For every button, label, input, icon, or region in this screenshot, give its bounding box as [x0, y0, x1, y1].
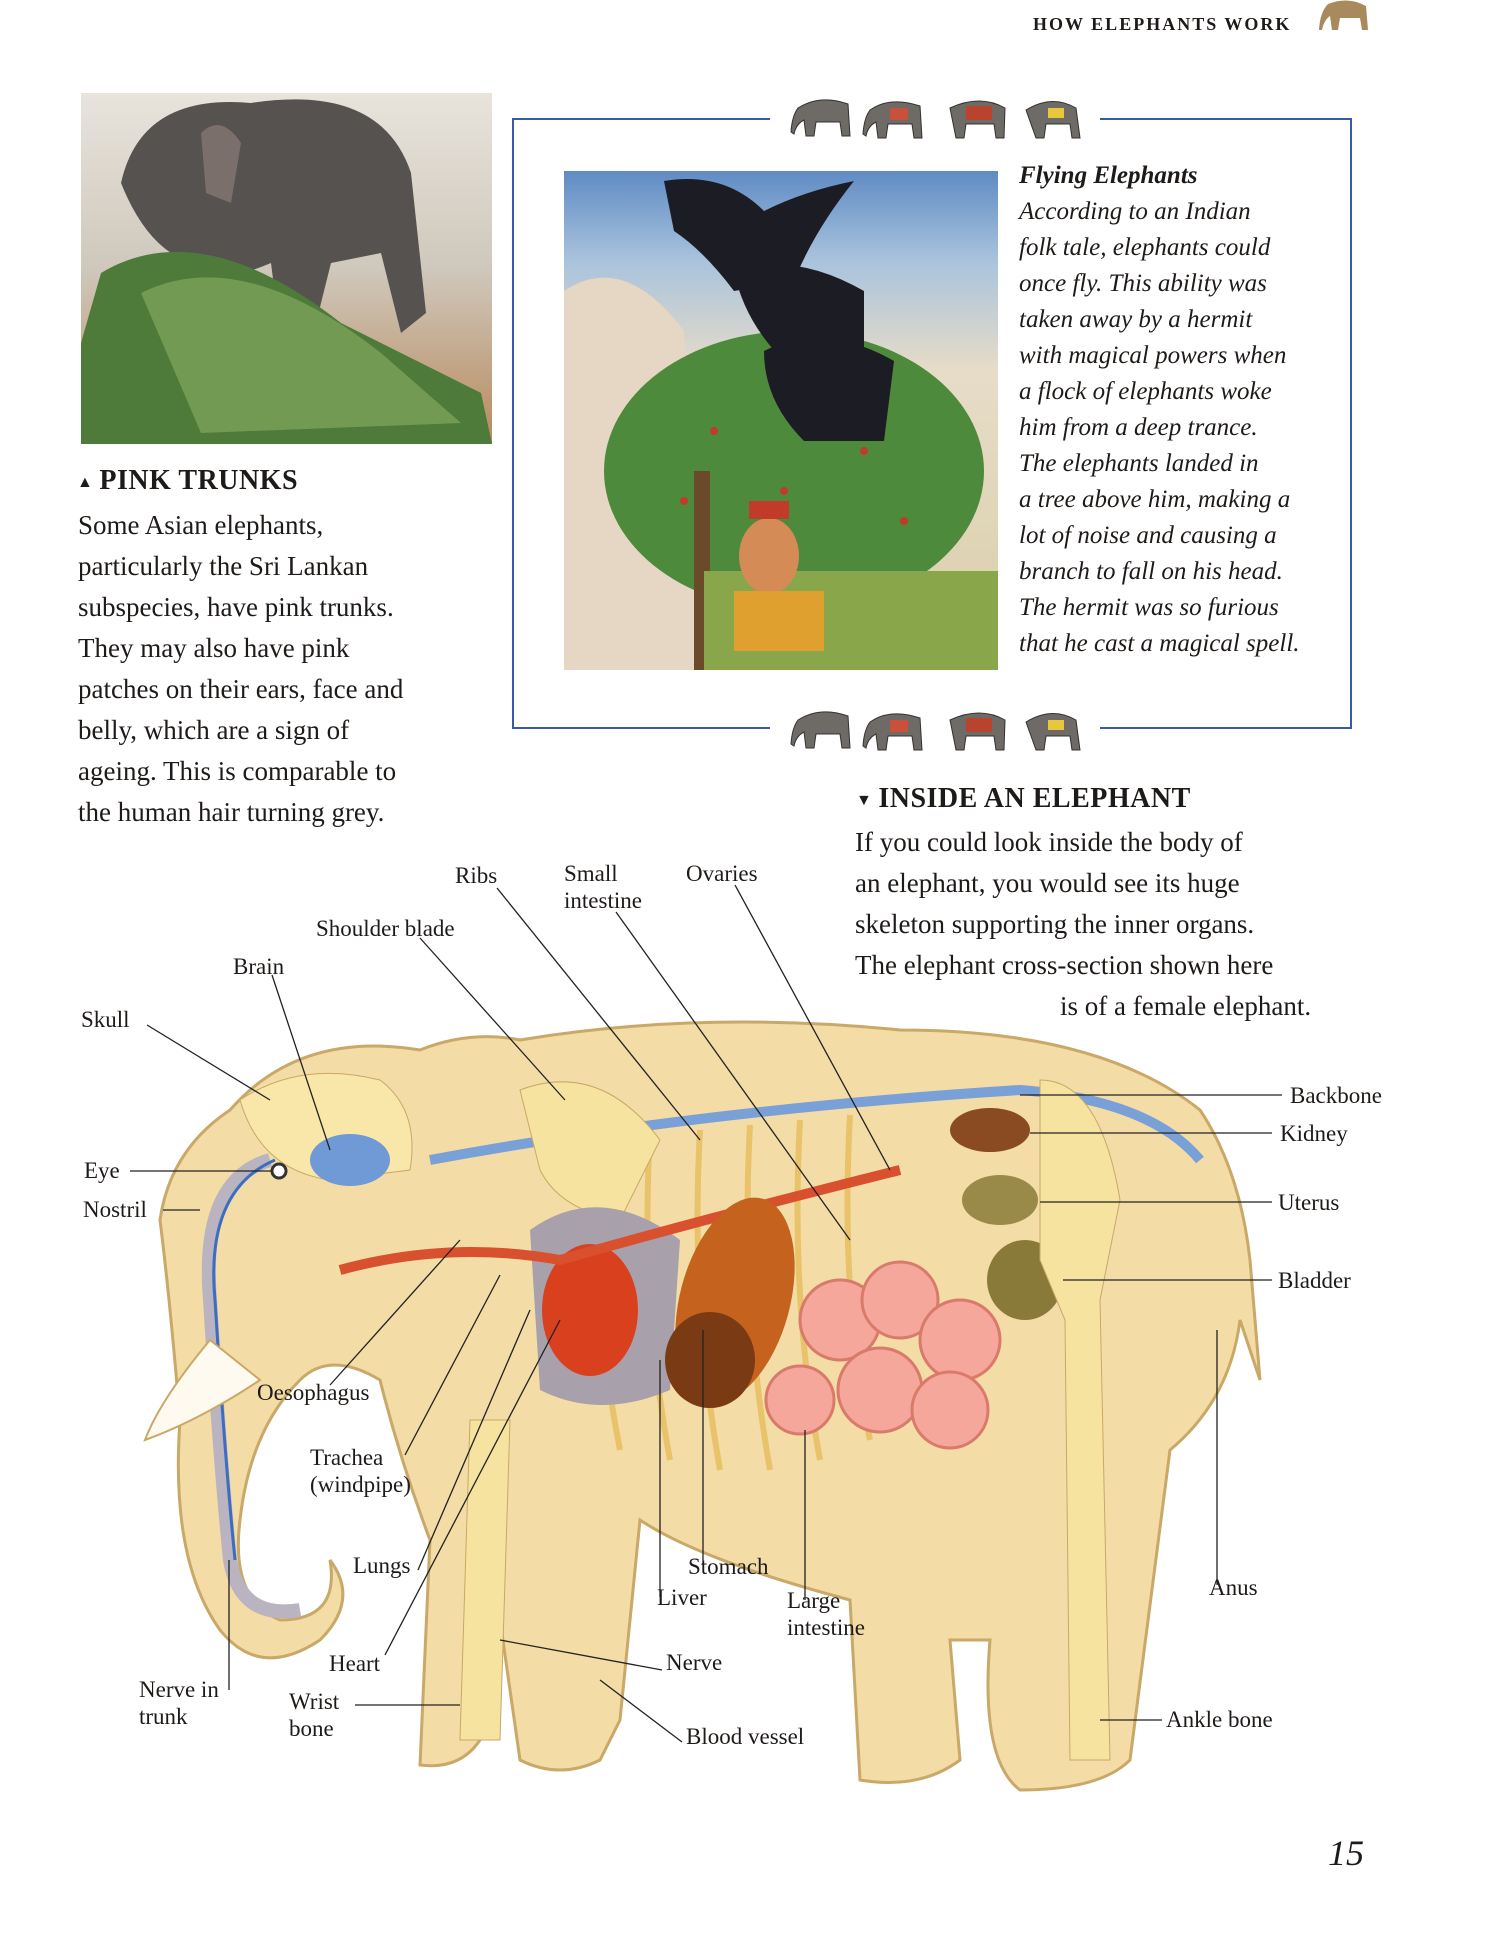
- label-skull: Skull: [81, 1007, 130, 1032]
- text-line: branch to fall on his head.: [1019, 558, 1283, 585]
- box-gap: [770, 110, 1100, 126]
- text-line: particularly the Sri Lankan: [78, 551, 369, 581]
- label-line: intestine: [787, 1615, 865, 1640]
- text-line: an elephant, you would see its huge: [855, 868, 1240, 898]
- label-line: Nerve in: [139, 1677, 219, 1702]
- text-line: the human hair turning grey.: [78, 797, 385, 827]
- inside-elephant-heading: ▼ INSIDE AN ELEPHANT: [856, 783, 1191, 815]
- text-line: belly, which are a sign of: [78, 715, 350, 745]
- label-trachea: Trachea(windpipe): [310, 1444, 411, 1498]
- triangle-pointer-icon: ▲: [77, 473, 94, 491]
- label-line: trunk: [139, 1704, 188, 1729]
- label-line: bone: [289, 1716, 334, 1741]
- triangle-pointer-icon: ▼: [856, 791, 873, 809]
- label-brain: Brain: [233, 954, 285, 979]
- label-ribs: Ribs: [455, 863, 498, 888]
- label-lungs: Lungs: [353, 1553, 411, 1578]
- pink-trunks-heading-text: PINK TRUNKS: [99, 465, 299, 496]
- text-line: a flock of elephants woke: [1019, 378, 1272, 405]
- label-uterus: Uterus: [1278, 1190, 1340, 1215]
- kidney: [950, 1108, 1030, 1152]
- flying-elephants-painting: [564, 171, 998, 670]
- trunk-tube: [201, 1153, 302, 1619]
- label-heart: Heart: [329, 1651, 381, 1676]
- shoulder-blade: [519, 1081, 661, 1221]
- label-anus: Anus: [1209, 1575, 1258, 1600]
- text-line: that he cast a magical spell.: [1019, 630, 1300, 657]
- text-line: him from a deep trance.: [1019, 414, 1258, 441]
- box-gap: [770, 721, 1100, 737]
- label-line: Wrist: [289, 1689, 340, 1714]
- text-line: lot of noise and causing a: [1019, 522, 1277, 549]
- text-line: According to an Indian: [1019, 198, 1251, 225]
- text-line: The elephant cross-section shown here: [855, 950, 1274, 980]
- label-oesophagus: Oesophagus: [257, 1380, 370, 1405]
- text-line: patches on their ears, face and: [78, 674, 404, 704]
- label-backbone: Backbone: [1290, 1083, 1382, 1108]
- flying-elephants-title: Flying Elephants: [1019, 162, 1198, 189]
- pink-trunks-heading: ▲ PINK TRUNKS: [77, 465, 298, 497]
- label-kidney: Kidney: [1280, 1121, 1348, 1146]
- label-blood-vessel: Blood vessel: [686, 1724, 805, 1749]
- text-line: Some Asian elephants,: [78, 510, 324, 540]
- label-line: Small: [564, 861, 618, 886]
- text-line: with magical powers when: [1019, 342, 1287, 369]
- trunk-nerve: [212, 1158, 276, 1561]
- intestines: [764, 1260, 1002, 1450]
- flying-elephants-text: Flying Elephants According to an Indian …: [1019, 158, 1349, 662]
- label-stomach: Stomach: [688, 1554, 769, 1579]
- label-nerve: Nerve: [666, 1650, 723, 1675]
- text-line: a tree above him, making a: [1019, 486, 1291, 513]
- text-line: taken away by a hermit: [1019, 306, 1253, 333]
- text-line: ageing. This is comparable to: [78, 756, 397, 786]
- text-line: The elephants landed in: [1019, 450, 1259, 477]
- elephant-icon: [1319, 0, 1368, 30]
- text-line: subspecies, have pink trunks.: [78, 592, 394, 622]
- label-line: Large: [787, 1588, 841, 1613]
- running-title: HOW ELEPHANTS WORK: [1033, 14, 1292, 34]
- text-line: skeleton supporting the inner organs.: [855, 909, 1255, 939]
- label-ovaries: Ovaries: [686, 861, 758, 886]
- liver: [665, 1312, 755, 1408]
- page-number: 15: [1328, 1833, 1364, 1873]
- label-shoulder-blade: Shoulder blade: [316, 916, 455, 941]
- eye: [270, 1162, 288, 1180]
- hind-leg-bone: [1039, 1079, 1121, 1761]
- label-liver: Liver: [657, 1585, 707, 1610]
- text-line: They may also have pink: [78, 633, 350, 663]
- text-line: folk tale, elephants could: [1019, 234, 1271, 261]
- inside-elephant-text: If you could look inside the body of an …: [855, 822, 1311, 1027]
- heart: [542, 1244, 638, 1376]
- label-line: intestine: [564, 888, 642, 913]
- text-line: The hermit was so furious: [1019, 594, 1279, 621]
- oesophagus: [338, 1165, 902, 1275]
- label-ankle-bone: Ankle bone: [1166, 1707, 1273, 1732]
- elephant-eating-photo: [81, 93, 492, 444]
- brain: [310, 1134, 390, 1186]
- decorative-elephants-top: [790, 99, 1081, 139]
- text-line: is of a female elephant.: [1060, 991, 1312, 1021]
- label-eye: Eye: [84, 1158, 120, 1183]
- text-line: once fly. This ability was: [1019, 270, 1267, 297]
- fore-leg-bone: [459, 1419, 511, 1741]
- text-line: If you could look inside the body of: [855, 827, 1243, 857]
- inside-elephant-heading-text: INSIDE AN ELEPHANT: [878, 783, 1191, 814]
- tusk: [143, 1338, 262, 1442]
- label-line: Trachea: [310, 1445, 384, 1470]
- label-nostril: Nostril: [83, 1197, 147, 1222]
- leader-lines: [130, 884, 1282, 1743]
- label-bladder: Bladder: [1278, 1268, 1351, 1293]
- uterus: [962, 1175, 1038, 1225]
- label-line: (windpipe): [310, 1472, 411, 1497]
- decorative-elephants-bottom: [790, 711, 1081, 751]
- pink-trunks-text: Some Asian elephants, particularly the S…: [78, 505, 403, 833]
